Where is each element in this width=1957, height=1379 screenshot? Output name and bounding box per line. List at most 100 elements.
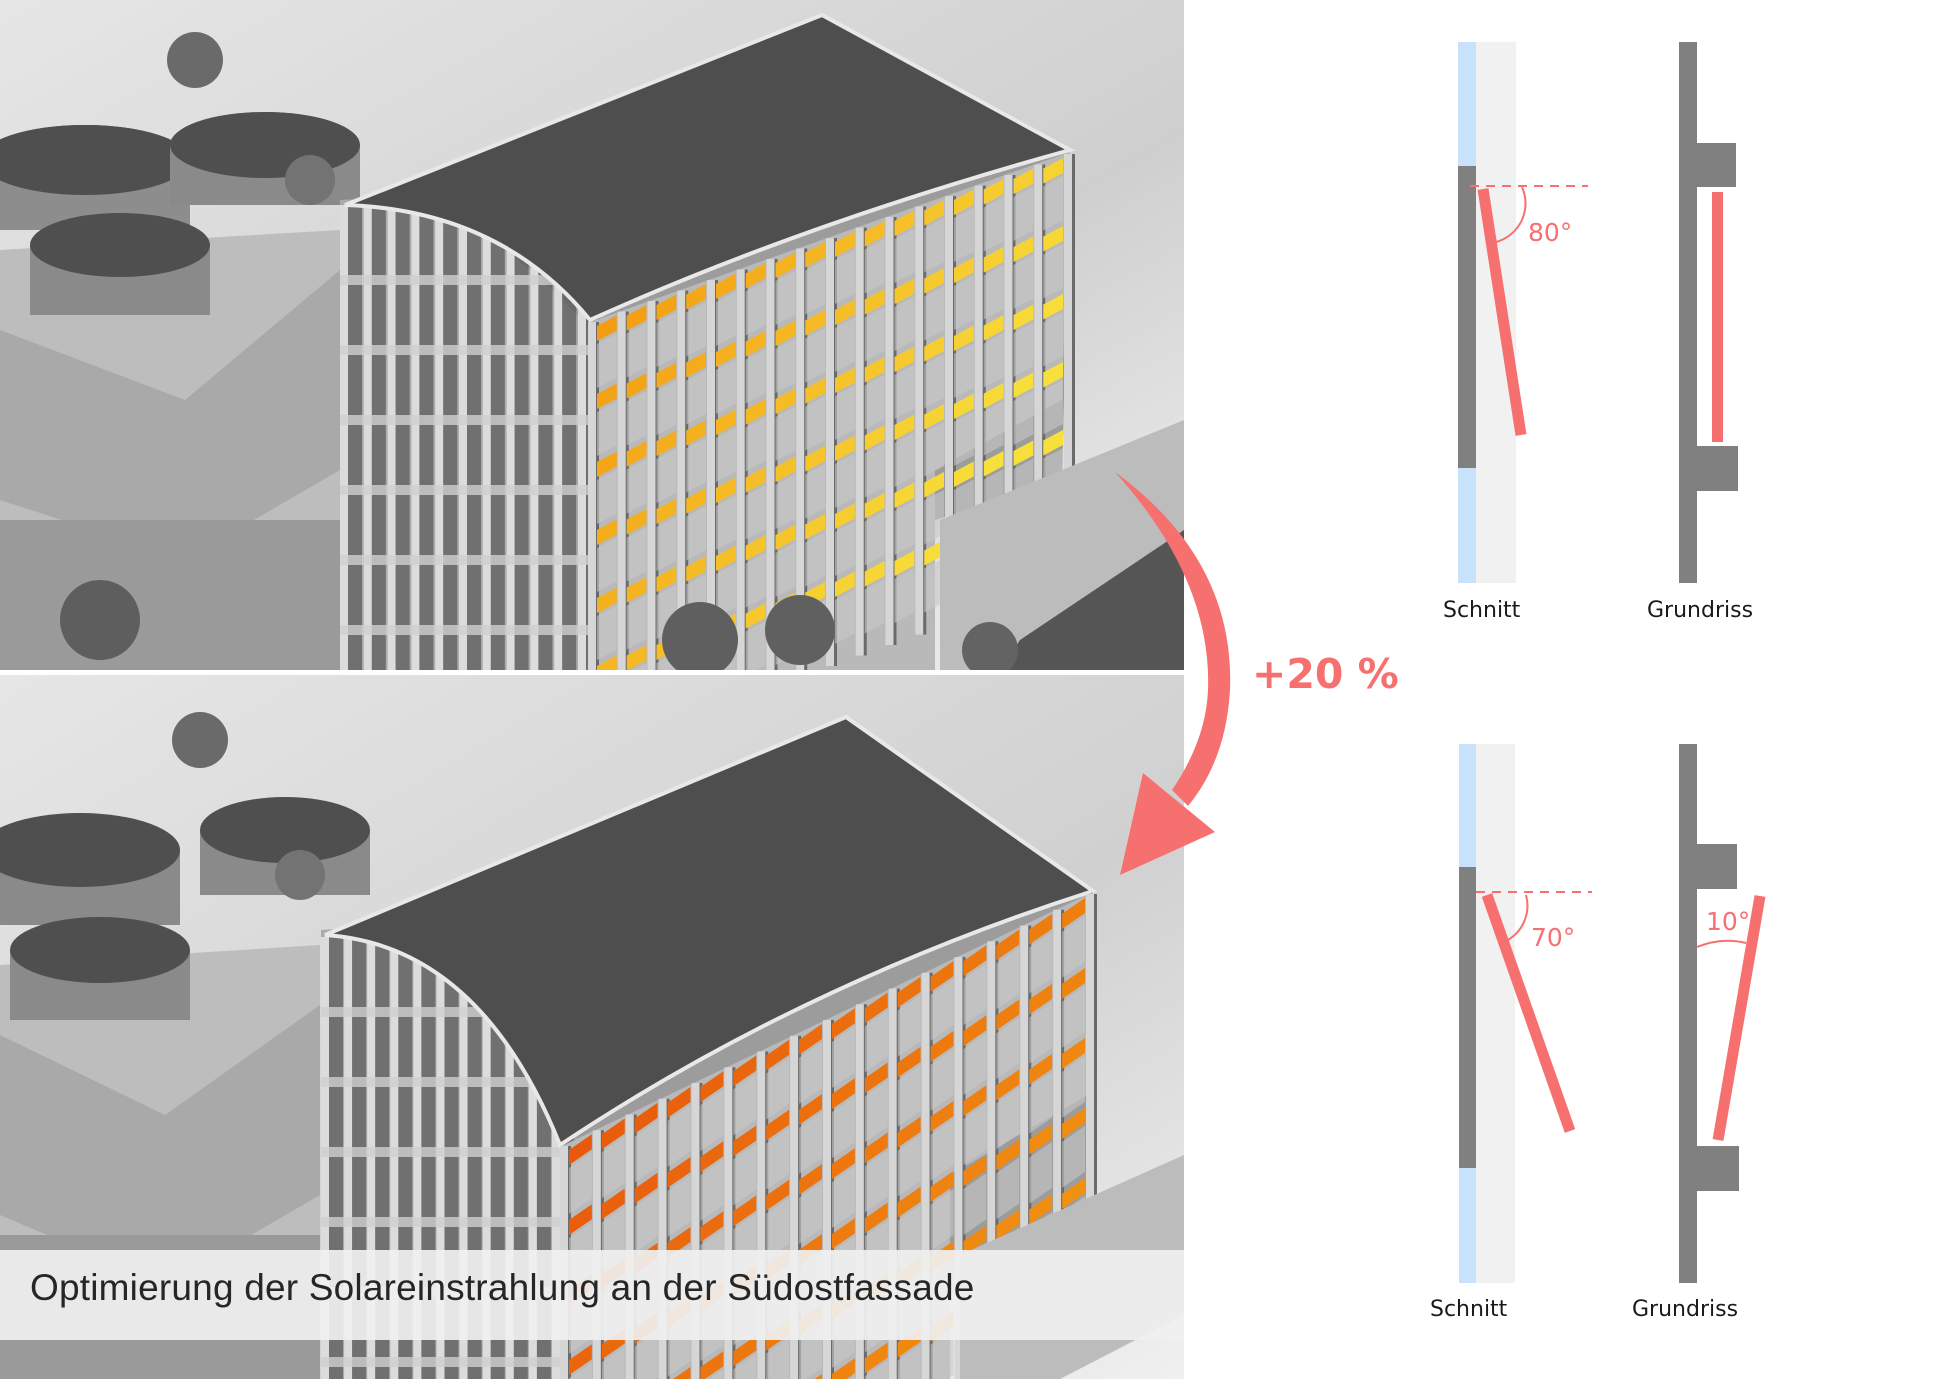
louver-panel [1062,968,1085,999]
louver-panel [864,493,885,519]
louver-panel [569,1134,592,1165]
window-pane [1043,244,1063,299]
window-pane [996,947,1020,1010]
louver-panel [700,1141,724,1172]
window-pane [745,621,766,670]
louver-blade [1481,893,1576,1133]
window-pane [799,1042,822,1104]
rib-gap [371,205,386,670]
window-pane [597,401,617,456]
louver-panel [963,1155,987,1186]
window-pane [766,1127,790,1190]
window-pane [894,296,915,351]
window-pane [686,302,706,357]
window-pane [1029,1001,1053,1064]
louver-panel [700,1071,724,1102]
floor-slab [340,485,588,495]
rib [363,205,372,670]
rib [552,997,560,1379]
facade-column [974,185,983,614]
louver-panel [667,1157,691,1188]
louver-panel [634,1172,658,1204]
tree-icon [60,580,140,660]
louver-panel [716,409,736,435]
louver-panel [766,1039,790,1071]
window-pane [963,963,987,1025]
louver-panel [924,268,944,294]
tree-icon [275,850,325,900]
louver-panel [996,929,1020,961]
fin-top [1679,143,1736,187]
louver-panel [814,1374,822,1379]
louver-panel [924,200,944,226]
angle-arc [1507,894,1529,941]
rib [505,975,514,1379]
fin-bottom [1679,446,1738,491]
louver-panel [601,1118,625,1150]
window-pane [832,1166,855,1228]
facade-column [1020,925,1029,1366]
window-pane [634,1120,658,1183]
window-pane [805,260,825,315]
window-pane [745,349,766,404]
louver-panel [1043,430,1063,456]
louver-panel [799,1024,822,1055]
window-pane [924,354,944,409]
rib [530,243,539,670]
rib [321,937,329,1379]
rib [340,205,348,670]
louver-panel [924,336,944,362]
facade-column [796,248,805,670]
louver-panel [597,655,617,670]
section-diagram-before [1458,42,1588,583]
louver-panel [954,393,974,419]
louver-panel [864,992,888,1024]
window-pane [799,1112,822,1174]
window-pane [835,453,855,508]
tree-icon [962,622,1018,670]
window-pane [983,333,1004,388]
window-pane [775,406,796,461]
floor-slab [321,1077,562,1087]
window-pane [864,1080,888,1143]
louver-panel [930,1101,954,1132]
window-pane [766,1197,790,1260]
wall [1679,42,1697,583]
louver-panel [597,587,617,613]
window-pane [894,364,915,419]
roof [344,12,1076,323]
window-pane [864,511,885,566]
louver-panel [597,519,617,545]
louver-panel [983,179,1004,205]
window-pane [709,1369,724,1379]
louver-panel [894,210,915,236]
window-pane [799,1182,822,1244]
window-pane [700,1159,724,1221]
window-pane [805,396,825,451]
louver-panel [569,1204,592,1235]
facade-column [1086,894,1094,1334]
section-label-after: Schnitt [1430,1297,1508,1322]
louver-panel [716,273,736,299]
rib [413,946,422,1379]
louver-panel [626,577,647,603]
louver-panel [1013,440,1034,466]
louver-panel [1062,1108,1085,1139]
louver-panel [897,1046,921,1078]
louver-panel [835,571,855,597]
window-pane [686,370,706,425]
rib-gap [562,253,577,670]
window-pane [626,459,647,514]
louver-panel [775,524,796,550]
window-pane [963,1103,987,1165]
louver-panel [963,1225,987,1256]
window-pane [716,495,736,550]
louver-panel [832,1008,855,1039]
louver-panel [805,378,825,404]
window-pane [835,385,855,440]
window-pane [597,333,617,388]
facade-column [1034,164,1043,593]
planter-top [10,917,190,983]
facade-column [617,311,626,670]
window-pane [1029,1071,1053,1134]
